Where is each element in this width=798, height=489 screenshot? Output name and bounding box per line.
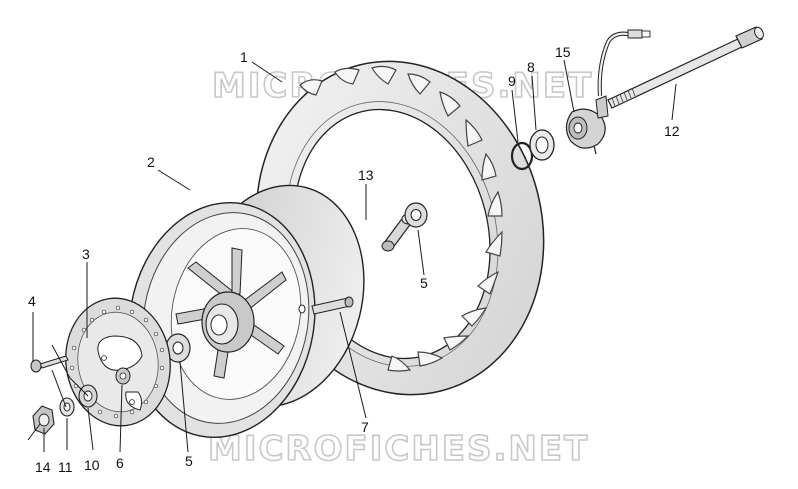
callout-13: 13 xyxy=(358,167,374,183)
leader-lines xyxy=(27,59,677,453)
wheel-axle xyxy=(607,26,764,109)
callout-10: 10 xyxy=(84,457,100,473)
callout-8: 8 xyxy=(527,59,535,75)
callout-6: 6 xyxy=(116,455,124,471)
speedometer-drive xyxy=(565,29,651,155)
callout-15: 15 xyxy=(555,44,571,60)
seal-ring xyxy=(510,141,534,171)
callout-1: 1 xyxy=(240,49,248,65)
tyre-valve xyxy=(298,296,354,315)
disc-bolt xyxy=(30,355,69,373)
callout-14: 14 xyxy=(35,459,51,475)
callout-11: 11 xyxy=(58,459,73,475)
wheel-rim xyxy=(128,184,365,439)
callout-7: 7 xyxy=(361,419,369,435)
washer xyxy=(59,397,75,417)
callout-2: 2 xyxy=(147,154,155,170)
callout-labels: 1 2 3 4 5 5 6 7 8 9 10 11 12 13 14 15 xyxy=(28,44,680,475)
callout-5-right: 5 xyxy=(420,275,428,291)
callout-4: 4 xyxy=(28,293,36,309)
callout-9: 9 xyxy=(508,73,516,89)
bearing-right xyxy=(404,202,428,228)
callout-3: 3 xyxy=(82,246,90,262)
callout-12: 12 xyxy=(664,123,680,139)
callout-5-left: 5 xyxy=(185,453,193,469)
watermark-bottom: MICROFICHES.NET xyxy=(208,429,589,469)
bearing-ring xyxy=(529,129,555,161)
tyre-tread xyxy=(299,65,503,372)
